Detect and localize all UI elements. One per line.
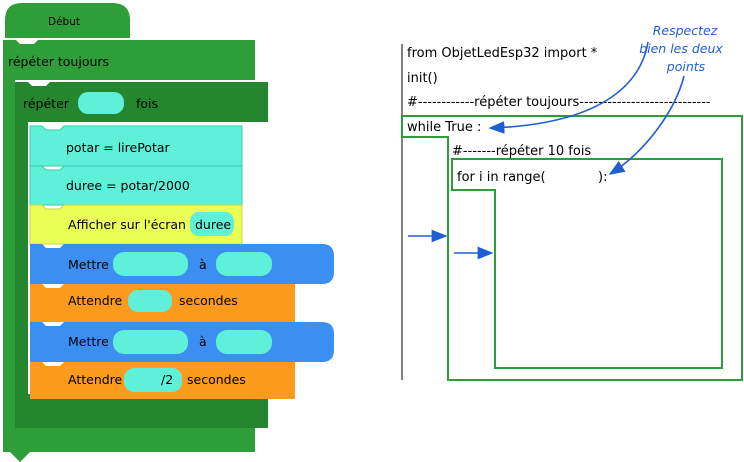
wait-2-value: /2	[161, 372, 173, 387]
code-line-6-end: ):	[598, 170, 607, 185]
code-line-5: #-------répéter 10 fois	[452, 144, 591, 159]
potar-statement-text: potar = lirePotar	[66, 140, 171, 155]
repeat-block[interactable]	[15, 82, 268, 428]
start-label: Début	[48, 16, 80, 28]
while-true-frame	[401, 115, 743, 381]
code-line-1: from ObjetLedEsp32 import *	[407, 46, 598, 61]
wait-2-unit: secondes	[187, 372, 246, 387]
wait-2-label: Attendre	[68, 372, 123, 387]
set-1-label: Mettre	[68, 257, 109, 272]
for-loop-frame	[451, 158, 723, 369]
repeat-label: répéter	[23, 96, 70, 111]
wait-2-value-slot[interactable]	[124, 368, 182, 392]
set-2-to-label: à	[199, 334, 207, 349]
set-2-label: Mettre	[68, 334, 109, 349]
code-line-4: while True :	[407, 120, 481, 135]
code-line-6: for i in range(	[457, 170, 546, 185]
display-value: duree	[195, 217, 231, 232]
note-line-3: points	[666, 59, 706, 74]
set-1-target-slot[interactable]	[113, 252, 188, 276]
set-1-value-slot[interactable]	[216, 252, 272, 276]
set-2-value-slot[interactable]	[216, 330, 272, 354]
note-line-2: bien les deux	[639, 41, 723, 56]
set-2-target-slot[interactable]	[113, 330, 188, 354]
code-line-2: init()	[407, 71, 438, 86]
wait-1-value-slot[interactable]	[128, 290, 172, 312]
duree-statement-text: duree = potar/2000	[66, 178, 190, 193]
repeat-times-label: fois	[136, 96, 158, 111]
code-line-3: #------------répéter toujours-----------…	[407, 95, 711, 110]
set-1-to-label: à	[199, 257, 207, 272]
display-label: Afficher sur l'écran	[68, 217, 186, 232]
start-block[interactable]	[5, 3, 130, 38]
note-line-1: Respectez	[653, 23, 718, 38]
note-arrow-for	[608, 75, 685, 175]
forever-label: répéter toujours	[8, 54, 109, 69]
wait-1-label: Attendre	[68, 293, 123, 308]
repeat-count-slot[interactable]	[78, 92, 124, 114]
wait-1-unit: secondes	[179, 293, 238, 308]
display-value-slot[interactable]	[190, 212, 234, 236]
note-arrow-while	[488, 41, 649, 134]
